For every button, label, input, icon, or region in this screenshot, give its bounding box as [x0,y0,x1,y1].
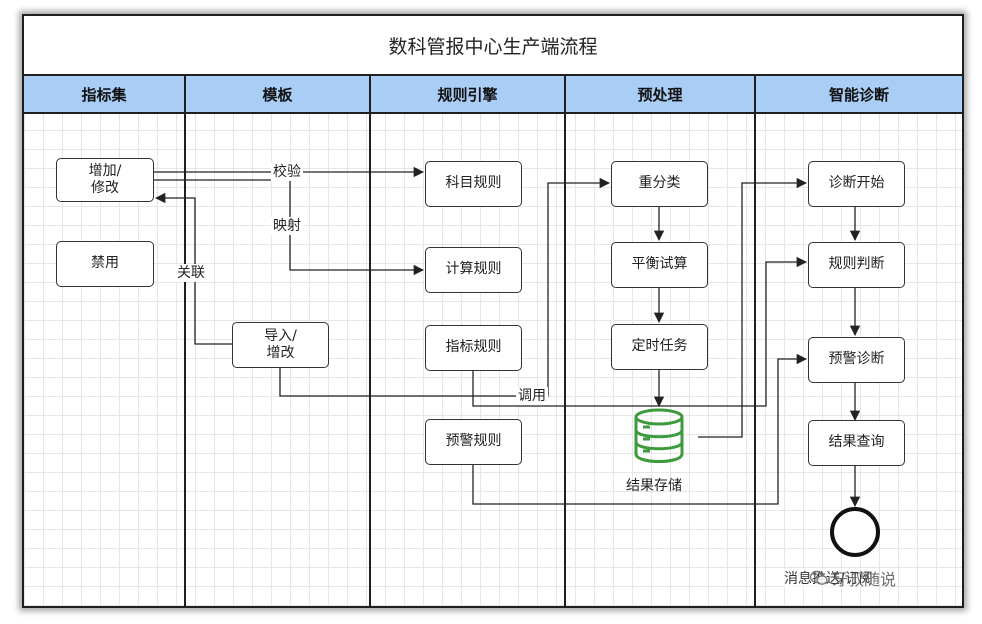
lane-header-template: 模板 [186,76,369,114]
lane-divider [184,76,186,606]
edge-label-invoke: 调用 [516,387,548,405]
node-balance-trial[interactable]: 平衡试算 [611,242,708,288]
node-result-storage-label: 结果存储 [626,478,682,494]
wechat-icon [810,570,828,585]
watermark-text: 牙叔随说 [832,570,897,589]
diagram-title: 数科管报中心生产端流程 [24,16,962,76]
node-add-modify[interactable]: 增加/ 修改 [56,158,154,202]
node-calc-rule[interactable]: 计算规则 [425,247,522,293]
node-disable[interactable]: 禁用 [56,241,154,287]
lane-header-preprocess: 预处理 [566,76,754,114]
lane-divider [564,76,566,606]
node-subject-rule[interactable]: 科目规则 [425,161,522,207]
node-diag-start[interactable]: 诊断开始 [808,161,905,207]
lane-header-rule-engine: 规则引擎 [371,76,564,114]
node-rule-judge[interactable]: 规则判断 [808,242,905,288]
node-warning-rule[interactable]: 预警规则 [425,419,522,465]
edge-label-verify: 校验 [271,163,303,181]
node-reclassify[interactable]: 重分类 [611,161,708,207]
node-import-modify[interactable]: 导入/ 增改 [232,322,329,368]
diagram-frame: 数科管报中心生产端流程 指标集 模板 规则引擎 预处理 智能诊断 [22,14,964,608]
node-warning-diag[interactable]: 预警诊断 [808,337,905,383]
node-scheduled-task[interactable]: 定时任务 [611,324,708,370]
lane-header-smart-diagnosis: 智能诊断 [756,76,962,114]
node-result-query[interactable]: 结果查询 [808,420,905,466]
edge-label-associate: 关联 [175,264,207,282]
node-indicator-rule[interactable]: 指标规则 [425,325,522,371]
lane-header-indicator-set: 指标集 [24,76,184,114]
lane-divider [754,76,756,606]
watermark: 牙叔随说 [810,566,896,590]
lane-divider [369,76,371,606]
node-end-message-label: 消息推送/订阅 [784,568,873,588]
edge-label-map: 映射 [271,217,303,235]
